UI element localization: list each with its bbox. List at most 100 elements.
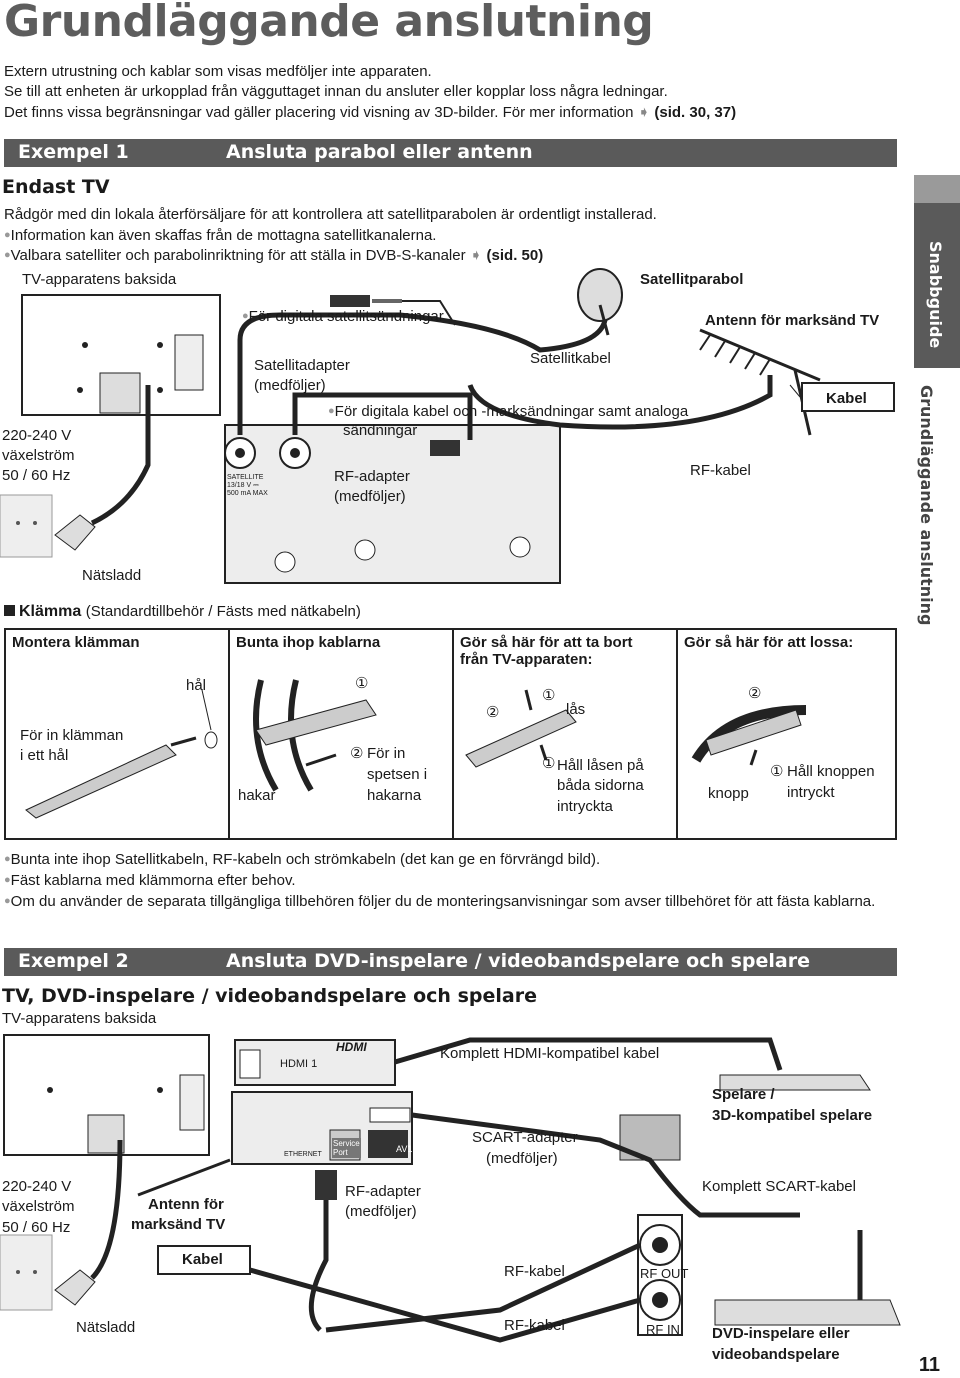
cable-label: Kabel — [826, 390, 867, 407]
clamp-panel-4-heading: Gör så här för att lossa: — [684, 634, 854, 651]
intro-line-3: Det finns vissa begränsningar vad gäller… — [4, 103, 736, 121]
tip-label-2: spetsen i — [367, 766, 428, 783]
intro-line-3-text: Det finns vissa begränsningar vad gäller… — [4, 104, 634, 121]
dvd-label-1: DVD-inspelare eller — [712, 1325, 850, 1342]
clamp-icon-4 — [705, 709, 802, 756]
player-3d-label: 3D-kompatibel spelare — [712, 1107, 873, 1124]
example1-bar: Exempel 1 Ansluta parabol eller antenn — [4, 139, 897, 167]
example1-subtitle: Endast TV — [2, 176, 110, 198]
arrow-icon — [749, 749, 758, 766]
hdmi-cable-label: Komplett HDMI-kompatibel kabel — [440, 1045, 660, 1062]
hold-label-3: intryckta — [557, 798, 613, 815]
arrow-icon: ➧ — [469, 247, 483, 264]
hole-icon — [204, 731, 218, 749]
insert-label-2: i ett hål — [20, 747, 69, 764]
example2-label: Exempel 2 — [18, 950, 129, 972]
sat-adapter-icon — [330, 295, 370, 307]
rf-adapter-2-label-2: (medföljer) — [345, 1203, 417, 1220]
sat-port-line-1: SATELLITE — [227, 474, 264, 481]
scart-cable — [411, 1112, 800, 1218]
hdmi-logo: HDMI — [336, 1040, 367, 1054]
clamp-title-row: Klämma (Standardtillbehör / Fästs med nä… — [4, 603, 361, 621]
page-number: 11 — [918, 1354, 940, 1376]
rf-out-label: RF OUT — [640, 1266, 689, 1281]
side-section-label: Grundläggande anslutning — [917, 385, 936, 626]
clamp-icon-1 — [25, 744, 177, 819]
antenna-2-label-2: marksänd TV — [131, 1216, 226, 1233]
mains-cable — [90, 385, 151, 526]
power-2-label-1: 220-240 V — [2, 1178, 72, 1195]
sat-port-line-2: 13/18 V ⎓ — [227, 482, 259, 489]
lock-label: lås — [566, 701, 586, 718]
hold-knob-label-1: Håll knoppen — [787, 763, 875, 780]
example2-subtitle: TV, DVD-inspelare / videobandspelare och… — [2, 985, 537, 1007]
clamp-panel-3-heading: Gör så här för att ta bort från TV-appar… — [460, 634, 633, 668]
wall-socket — [0, 494, 53, 558]
antenna-label: Antenn för marksänd TV — [705, 312, 880, 329]
player-icon — [719, 1074, 871, 1091]
player-label: Spelare / — [712, 1086, 775, 1103]
rf-adapter-label-1: RF-adapter — [334, 468, 410, 485]
clamp-panel-2-heading: Bunta ihop kablarna — [236, 634, 381, 651]
example1-bullet-1: Information kan även skaffas från de mot… — [4, 225, 437, 246]
sat-cable-label: Satellitkabel — [530, 350, 611, 367]
arrow-icon — [524, 689, 533, 711]
intro-ref: (sid. 30, 37) — [654, 104, 737, 121]
example1-bullet-2-ref: (sid. 50) — [486, 247, 544, 264]
hold-label-2: båda sidorna — [557, 777, 644, 794]
side-tab[interactable]: Snabbguide — [914, 203, 960, 368]
power-label-3: 50 / 60 Hz — [2, 467, 71, 484]
step-1-label-b: ① — [542, 687, 556, 704]
note-3: Om du använder de separata tillgängliga … — [4, 891, 894, 912]
step-2-label: ② — [350, 745, 364, 762]
digital-sat-label: För digitala satellitsändningar — [242, 306, 444, 327]
note-2: Fäst kablarna med klämmorna efter behov. — [4, 870, 296, 891]
ethernet-label: ETHERNET — [284, 1151, 322, 1158]
example1-diagram — [0, 268, 895, 584]
power-plug-2 — [54, 1269, 96, 1306]
arrow-icon — [539, 744, 548, 761]
hold-knob-label-2: intryckt — [787, 784, 835, 801]
clamp-illustrations — [25, 679, 807, 819]
note-1: Bunta inte ihop Satellitkabeln, RF-kabel… — [4, 849, 601, 870]
rf-adapter-icon — [430, 440, 460, 456]
hdmi-panel — [234, 1039, 396, 1086]
hooks-label: hakar — [238, 787, 276, 804]
mains-lead-2-label: Nätsladd — [76, 1319, 136, 1336]
tv-terminal-block — [174, 334, 204, 391]
knob-label: knopp — [708, 785, 749, 802]
example1-label: Exempel 1 — [18, 141, 129, 163]
rf-adapter-icon-2 — [315, 1170, 337, 1200]
example1-bullet-2: Valbara satelliter och parabolinriktning… — [4, 245, 543, 266]
antenna-2-label-1: Antenn för — [148, 1196, 224, 1213]
hdmi-cable — [394, 1037, 783, 1071]
rf-adapter-label-2: (medföljer) — [334, 488, 406, 505]
satellite-dish-label: Satellitparabol — [640, 271, 744, 288]
power-label-1: 220-240 V — [2, 427, 72, 444]
example1-desc: Rådgör med din lokala återförsäljare för… — [4, 206, 657, 223]
mains-lead-label: Nätsladd — [82, 567, 142, 584]
tip-label-3: hakarna — [367, 787, 422, 804]
av1-label: AV1 — [396, 1144, 413, 1154]
wall-socket-2 — [0, 1234, 53, 1311]
scart-adapter-label-2: (medföljer) — [486, 1150, 558, 1167]
clamp-icon-2 — [255, 699, 377, 746]
step-1-label-c: ① — [542, 755, 556, 772]
cable-bundle-icon-2 — [691, 705, 807, 763]
clamp-square-icon — [4, 605, 15, 616]
rf-cable-b-label: RF-kabel — [504, 1317, 565, 1334]
rf-adapter-2-label-1: RF-adapter — [345, 1183, 421, 1200]
cable-2-label: Kabel — [182, 1251, 223, 1268]
cable-box — [801, 382, 895, 412]
side-tab-label: Snabbguide — [926, 241, 945, 349]
intro-line-2: Se till att enheten är urkopplad från vä… — [4, 83, 668, 100]
page-title: Grundläggande anslutning — [4, 0, 654, 47]
service-port-line-1: Service — [333, 1139, 360, 1148]
dvd-recorder-icon — [714, 1299, 901, 1326]
step-2-label-b: ② — [486, 704, 500, 721]
rf-in-label: RF IN — [646, 1322, 680, 1337]
service-port-line-2: Port — [333, 1148, 348, 1157]
side-tab-marker — [914, 175, 960, 203]
power-plug — [54, 514, 96, 551]
intro-line-1: Extern utrustning och kablar som visas m… — [4, 63, 432, 80]
